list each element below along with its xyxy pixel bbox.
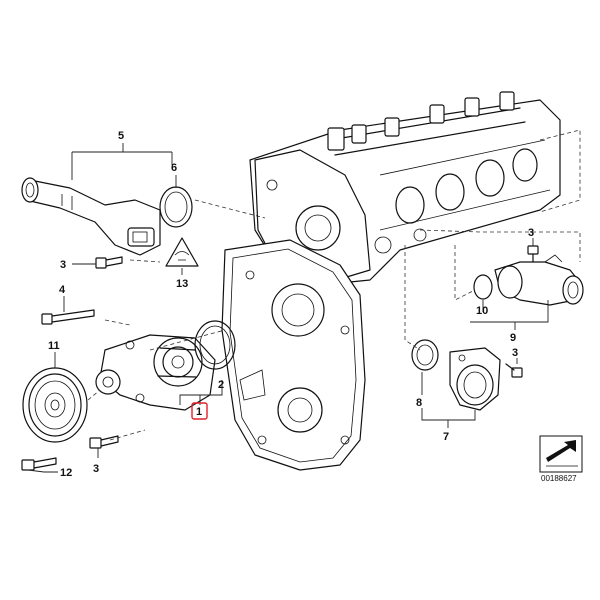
- callouts: 5 6 13 3 4 11 12 3 2 1 3 10 9 3 8 7: [48, 130, 534, 479]
- bolt-long: [41, 309, 95, 325]
- callout-2: 2: [218, 379, 224, 391]
- bolt-pump-lower: [89, 435, 119, 449]
- bolt-thermostat-top: [527, 245, 539, 263]
- flange-seal: [411, 339, 439, 371]
- callout-3-thermostat: 3: [528, 227, 534, 239]
- callout-7: 7: [443, 431, 449, 443]
- callout-4: 4: [59, 284, 66, 296]
- bolt-sensor: [95, 256, 123, 269]
- thermostat-seal: [473, 274, 493, 300]
- callout-10: 10: [476, 305, 488, 317]
- callout-11: 11: [48, 340, 60, 352]
- callout-3-pump: 3: [93, 463, 99, 475]
- callout-8: 8: [416, 397, 422, 409]
- callout-13: 13: [176, 278, 188, 290]
- callout-12: 12: [60, 467, 72, 479]
- water-pump: [95, 334, 216, 411]
- bolt-pulley: [21, 457, 57, 471]
- timing-cover: [221, 239, 366, 471]
- callout-6: 6: [171, 162, 177, 174]
- leader-lines: [27, 143, 549, 473]
- callout-9: 9: [510, 332, 516, 344]
- thermostat-housing: [494, 254, 584, 306]
- warning-triangle-icon: [165, 237, 199, 267]
- assembly-lines: [87, 129, 581, 441]
- callout-1-highlight: [191, 402, 208, 420]
- coolant-flange: [449, 347, 501, 411]
- callout-3-flange: 3: [512, 347, 518, 359]
- bolt-flange: [505, 363, 523, 378]
- view-direction-arrow-icon: [539, 435, 583, 473]
- pump-gasket: [194, 320, 236, 370]
- callout-5: 5: [118, 130, 124, 142]
- document-number: 00188627: [541, 474, 577, 483]
- pulley: [22, 367, 88, 443]
- callout-1: 1: [196, 406, 202, 418]
- coolant-pipe: [21, 177, 161, 256]
- callout-3-sensor: 3: [60, 259, 66, 271]
